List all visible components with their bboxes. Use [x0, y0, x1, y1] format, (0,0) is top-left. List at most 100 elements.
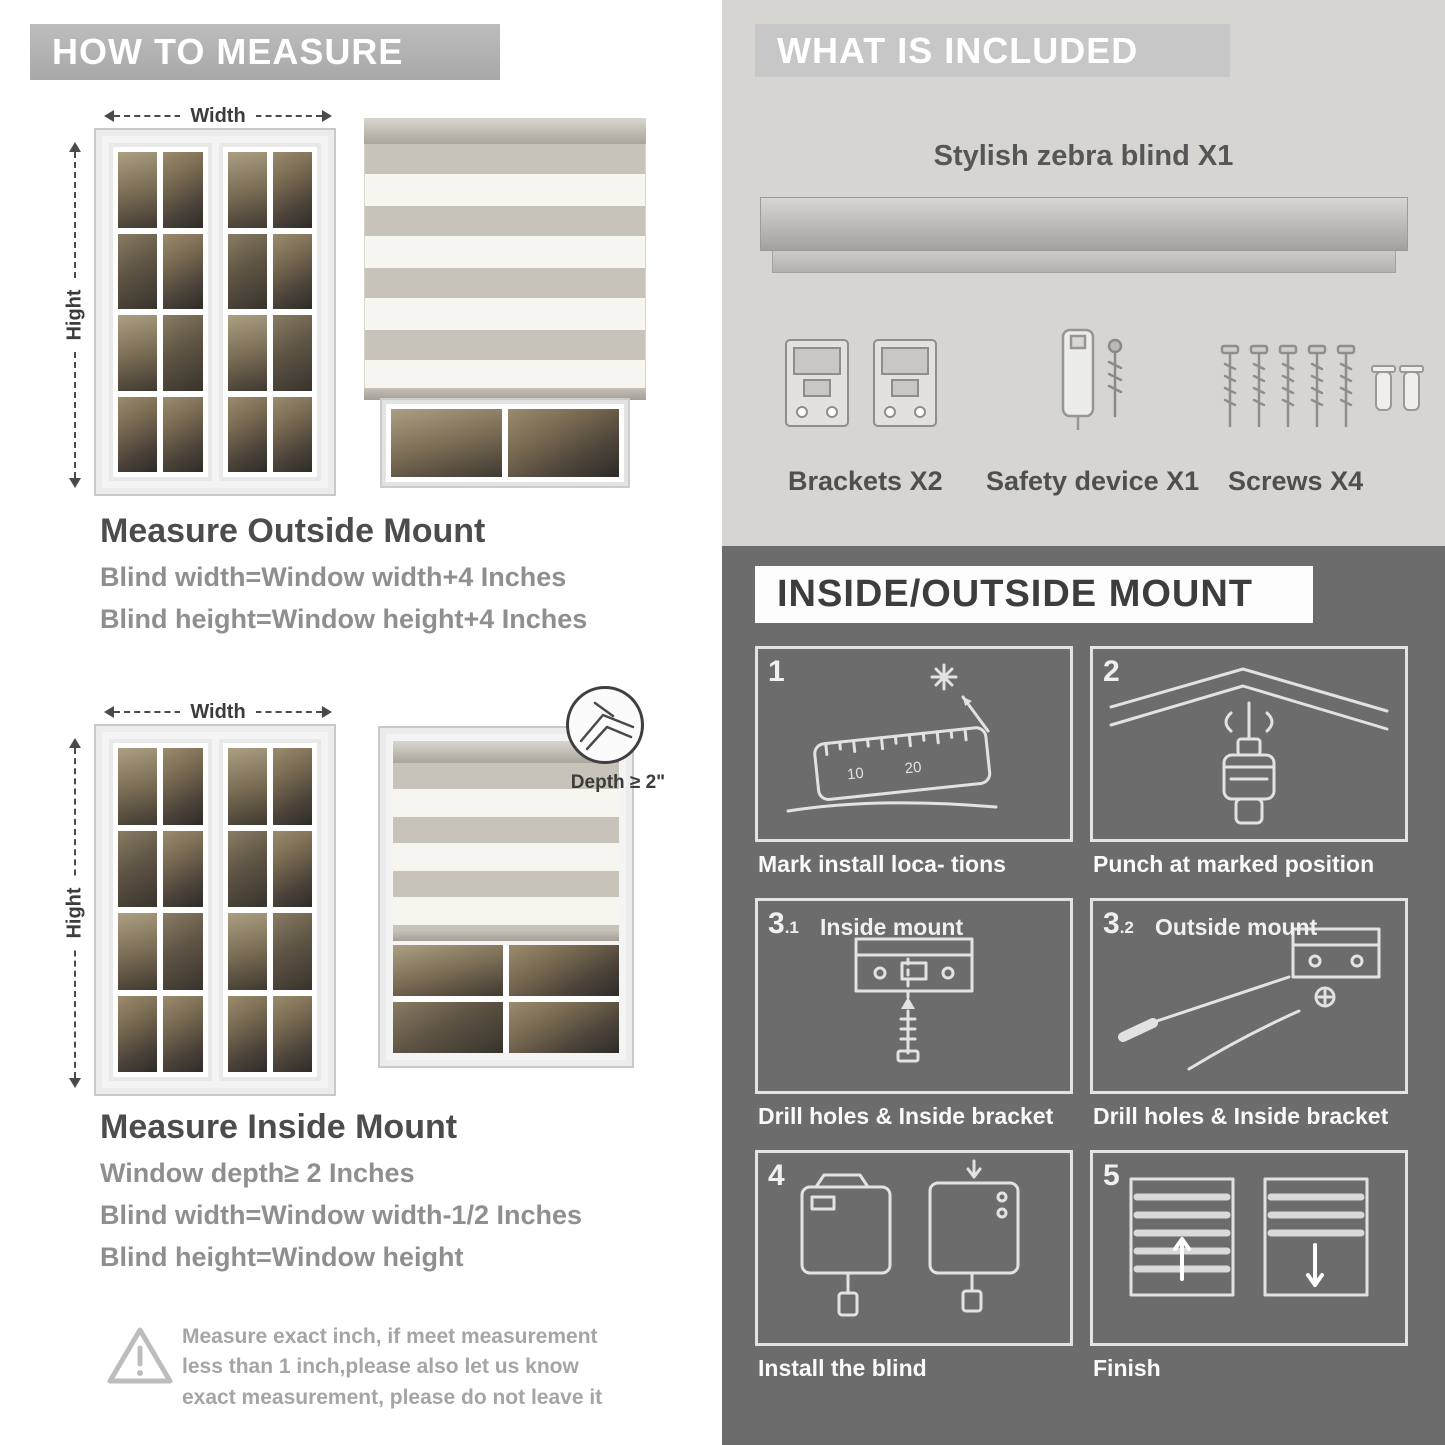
inside-mount-line1: Window depth≥ 2 Inches [100, 1158, 415, 1188]
width-measure-arrow: Width [104, 700, 332, 724]
inside-mount-line3: Blind height=Window height [100, 1242, 464, 1272]
step-number: 5 [1103, 1159, 1120, 1192]
window-pane [118, 995, 158, 1072]
window-pane [272, 830, 312, 907]
blind-cassette [393, 741, 619, 763]
window-pane [227, 748, 267, 825]
pane-grid [391, 409, 619, 477]
window-pane [227, 913, 267, 990]
mount-header: INSIDE/OUTSIDE MOUNT [755, 566, 1313, 623]
width-label: Width [180, 700, 256, 724]
headrail-top-bar [760, 197, 1408, 251]
step-number: 2 [1103, 655, 1120, 688]
blind-stripes [364, 144, 646, 388]
window-pane [118, 315, 158, 391]
outside-mount-title: Measure Outside Mount [100, 512, 486, 550]
window-illustration-inside [96, 726, 334, 1094]
step-panel-1: 1 10 20 [755, 646, 1073, 842]
what-is-included-header: WHAT IS INCLUDED [755, 24, 1230, 77]
window-pane [272, 995, 312, 1072]
zebra-blind-headrail-illustration [760, 197, 1408, 273]
window-below-blind [382, 400, 628, 486]
step-panel-3-2: 3.2 Outside mount [1090, 898, 1408, 1094]
blind-bottom-rail [393, 931, 619, 941]
window-pane [272, 748, 312, 825]
window-pane [163, 995, 203, 1072]
window-pane [272, 233, 312, 309]
window-pane [118, 396, 158, 472]
window-pane [163, 152, 203, 228]
window-pane [163, 913, 203, 990]
window-pane [508, 409, 619, 477]
height-label: Hight [61, 879, 89, 947]
height-measure-arrow: Hight [61, 142, 89, 488]
step-caption-4: Install the blind [758, 1355, 927, 1381]
step-caption-1: Mark install loca- tions [758, 851, 1006, 877]
step-caption-3-2: Drill holes & Inside bracket [1093, 1103, 1389, 1129]
what-is-included-section: WHAT IS INCLUDED Stylish zebra blind X1 [722, 0, 1445, 546]
step-panel-3-1: 3.1 Inside mount [755, 898, 1073, 1094]
step-panel-5: 5 [1090, 1150, 1408, 1346]
window-pane [272, 152, 312, 228]
how-to-measure-section: HOW TO MEASURE Width Hight Measure Outsi… [0, 0, 722, 1445]
window-pane [272, 315, 312, 391]
tape-measure-illustration: 10 20 [786, 663, 998, 813]
step-caption-5: Finish [1093, 1355, 1161, 1381]
inside-bracket-screw-illustration [854, 937, 974, 1063]
depth-callout-label: Depth ≥ 2" [570, 772, 666, 793]
window-pane [227, 396, 267, 472]
pane-grid [227, 152, 312, 472]
window-pane [393, 945, 503, 996]
step-number: 4 [768, 1159, 785, 1192]
measure-note: Measure exact inch, if meet measurement … [182, 1325, 603, 1409]
window-pane [163, 315, 203, 391]
step-caption-3-1: Drill holes & Inside bracket [758, 1103, 1054, 1129]
window-pane [227, 233, 267, 309]
pane-grid [393, 945, 619, 1053]
window-pane [118, 913, 158, 990]
window-pane [272, 396, 312, 472]
step-number: 1 [768, 655, 785, 688]
warning-triangle-icon [106, 1324, 174, 1393]
window-pane [391, 409, 502, 477]
finished-blinds-illustration [1129, 1177, 1369, 1297]
step-sublabel: Outside mount [1155, 914, 1318, 940]
zebra-blind-outside-illustration [364, 118, 646, 486]
window-pane [163, 748, 203, 825]
window-pane [227, 995, 267, 1072]
screws-illustration [1220, 344, 1424, 428]
screws-label: Screws X4 [1228, 466, 1364, 496]
window-pane [118, 233, 158, 309]
width-label: Width [180, 104, 256, 128]
brackets-illustration [785, 339, 937, 427]
step-number: 3.2 [1103, 907, 1134, 940]
depth-magnifier-circle [566, 686, 644, 764]
window-pane [118, 152, 158, 228]
pane-grid [227, 748, 312, 1072]
step-sublabel: Inside mount [820, 914, 964, 940]
window-pane [227, 152, 267, 228]
blind-stripes [393, 763, 619, 931]
headrail-bottom-bar [772, 251, 1396, 273]
window-casement [109, 739, 212, 1081]
install-blind-illustration [800, 1159, 1020, 1317]
window-pane [272, 913, 312, 990]
window-pane [163, 396, 203, 472]
mount-instructions-section: INSIDE/OUTSIDE MOUNT 1 10 20 [722, 546, 1445, 1445]
outside-bracket-screwdriver-illustration [1118, 927, 1381, 1071]
inside-mount-line2: Blind width=Window width-1/2 Inches [100, 1200, 583, 1230]
window-illustration-outside [96, 130, 334, 494]
drill-illustration [1109, 667, 1389, 825]
window-pane [509, 1002, 619, 1053]
inside-mount-title: Measure Inside Mount [100, 1108, 458, 1146]
window-casement [109, 143, 212, 481]
blind-bottom-rail [364, 388, 646, 400]
outside-mount-line1: Blind width=Window width+4 Inches [100, 562, 567, 592]
window-sashes [109, 143, 321, 481]
svg-text:20: 20 [904, 759, 922, 778]
window-casement [218, 739, 321, 1081]
pane-grid [118, 152, 203, 472]
safety-device-label: Safety device X1 [986, 466, 1200, 496]
window-pane [227, 830, 267, 907]
